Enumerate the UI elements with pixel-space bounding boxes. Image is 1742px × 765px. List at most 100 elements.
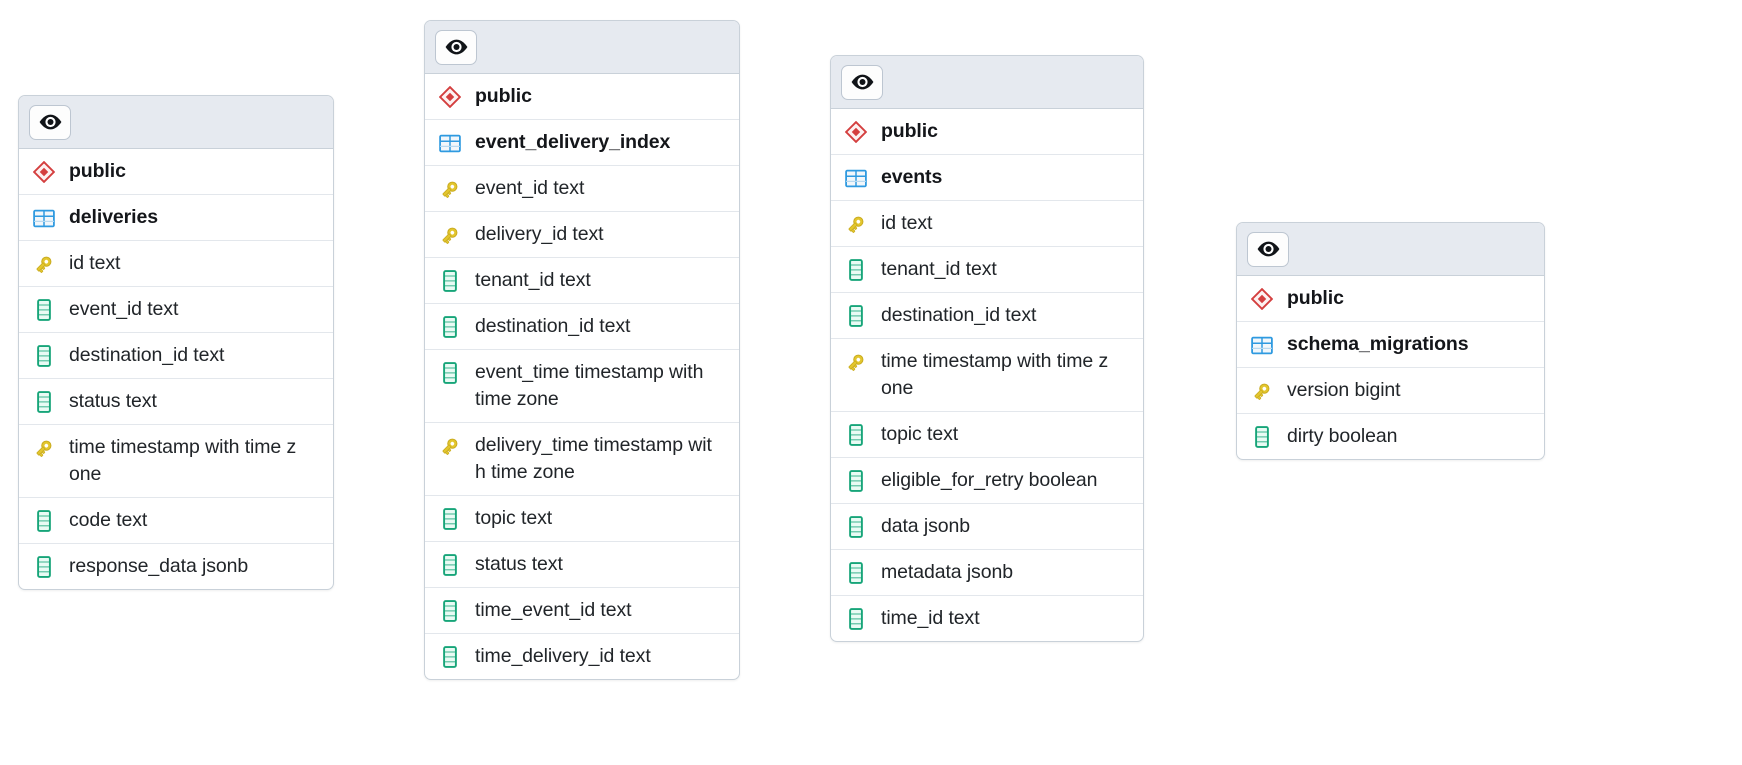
- column-icon-glyph: [443, 362, 457, 384]
- schema-row[interactable]: public: [1237, 276, 1544, 322]
- primary-key-icon: [439, 176, 461, 202]
- column-label: status text: [69, 390, 157, 412]
- primary-key-icon-glyph: [1254, 383, 1270, 400]
- column-label: time_event_id text: [475, 599, 632, 621]
- column-label: dirty boolean: [1287, 425, 1398, 447]
- column-icon: [439, 360, 461, 386]
- schema-diamond-icon-glyph: [1251, 288, 1273, 310]
- table-name-row[interactable]: deliveries: [19, 195, 333, 241]
- eye-icon[interactable]: [435, 29, 477, 65]
- column-row[interactable]: status text: [425, 542, 739, 588]
- column-label: event_id text: [475, 177, 585, 199]
- column-label: event_id text: [69, 298, 179, 320]
- table-grid-icon: [439, 130, 461, 156]
- schema-diamond-icon-glyph: [33, 161, 55, 183]
- column-icon: [33, 389, 55, 415]
- column-icon-glyph: [849, 424, 863, 446]
- table-name-row[interactable]: events: [831, 155, 1143, 201]
- primary-key-icon: [845, 349, 867, 375]
- primary-key-icon-glyph: [36, 256, 52, 273]
- column-label: time timestamp with time z one: [69, 436, 297, 485]
- primary-key-icon-glyph: [848, 354, 864, 371]
- eye-icon-glyph: [445, 39, 467, 55]
- column-icon-glyph: [849, 259, 863, 281]
- column-row[interactable]: eligible_for_retry boolean: [831, 458, 1143, 504]
- eye-icon[interactable]: [29, 104, 71, 140]
- primary-key-icon-glyph: [442, 181, 458, 198]
- column-label: tenant_id text: [881, 258, 997, 280]
- column-icon: [845, 468, 867, 494]
- table-card-event_delivery_index[interactable]: public event_delivery_index event_id text d…: [424, 20, 740, 680]
- column-row[interactable]: data jsonb: [831, 504, 1143, 550]
- column-label: time timestamp with time z one: [881, 350, 1109, 399]
- column-icon-glyph: [37, 510, 51, 532]
- column-icon-glyph: [443, 508, 457, 530]
- primary-key-icon: [439, 433, 461, 459]
- table-grid-icon-glyph: [1251, 336, 1273, 354]
- table-grid-icon: [845, 165, 867, 191]
- column-row[interactable]: destination_id text: [425, 304, 739, 350]
- column-icon-glyph: [443, 316, 457, 338]
- column-row[interactable]: metadata jsonb: [831, 550, 1143, 596]
- table-name-row[interactable]: schema_migrations: [1237, 322, 1544, 368]
- column-label: id text: [881, 212, 933, 234]
- column-label: version bigint: [1287, 379, 1401, 401]
- column-icon-glyph: [37, 391, 51, 413]
- column-icon: [439, 268, 461, 294]
- column-row[interactable]: id text: [831, 201, 1143, 247]
- column-icon-glyph: [849, 516, 863, 538]
- column-row[interactable]: time timestamp with time z one: [19, 425, 333, 498]
- column-row[interactable]: topic text: [831, 412, 1143, 458]
- column-row[interactable]: event_time timestamp with time zone: [425, 350, 739, 423]
- column-row[interactable]: destination_id text: [831, 293, 1143, 339]
- table-name-label: events: [881, 166, 943, 188]
- column-label: eligible_for_retry boolean: [881, 469, 1098, 491]
- column-icon-glyph: [37, 299, 51, 321]
- column-row[interactable]: dirty boolean: [1237, 414, 1544, 459]
- primary-key-icon-glyph: [442, 227, 458, 244]
- primary-key-icon: [845, 211, 867, 237]
- schema-label: public: [475, 85, 532, 107]
- eye-icon[interactable]: [1247, 231, 1289, 267]
- column-row[interactable]: time_event_id text: [425, 588, 739, 634]
- column-label: data jsonb: [881, 515, 970, 537]
- column-row[interactable]: destination_id text: [19, 333, 333, 379]
- schema-row[interactable]: public: [19, 149, 333, 195]
- column-icon-glyph: [849, 305, 863, 327]
- table-card-events[interactable]: public events id text tenant_id text destina…: [830, 55, 1144, 642]
- column-row[interactable]: delivery_time timestamp wit h time zone: [425, 423, 739, 496]
- schema-row[interactable]: public: [831, 109, 1143, 155]
- column-icon: [845, 560, 867, 586]
- column-icon: [845, 514, 867, 540]
- column-label: time_id text: [881, 607, 980, 629]
- column-row[interactable]: delivery_id text: [425, 212, 739, 258]
- table-grid-icon-glyph: [439, 134, 461, 152]
- column-row[interactable]: time timestamp with time z one: [831, 339, 1143, 412]
- column-icon: [33, 297, 55, 323]
- table-name-row[interactable]: event_delivery_index: [425, 120, 739, 166]
- column-row[interactable]: time_id text: [831, 596, 1143, 641]
- schema-diamond-icon-glyph: [439, 86, 461, 108]
- column-row[interactable]: id text: [19, 241, 333, 287]
- column-row[interactable]: time_delivery_id text: [425, 634, 739, 679]
- schema-label: public: [1287, 287, 1344, 309]
- column-row[interactable]: topic text: [425, 496, 739, 542]
- eye-icon[interactable]: [841, 64, 883, 100]
- column-icon: [845, 606, 867, 632]
- column-icon-glyph: [849, 608, 863, 630]
- column-row[interactable]: response_data jsonb: [19, 544, 333, 589]
- column-row[interactable]: status text: [19, 379, 333, 425]
- primary-key-icon-glyph: [848, 216, 864, 233]
- primary-key-icon-glyph: [36, 440, 52, 457]
- column-row[interactable]: tenant_id text: [425, 258, 739, 304]
- column-row[interactable]: event_id text: [425, 166, 739, 212]
- column-label: tenant_id text: [475, 269, 591, 291]
- schema-row[interactable]: public: [425, 74, 739, 120]
- schema-diamond-icon: [439, 84, 461, 110]
- column-row[interactable]: code text: [19, 498, 333, 544]
- column-row[interactable]: event_id text: [19, 287, 333, 333]
- column-row[interactable]: version bigint: [1237, 368, 1544, 414]
- column-row[interactable]: tenant_id text: [831, 247, 1143, 293]
